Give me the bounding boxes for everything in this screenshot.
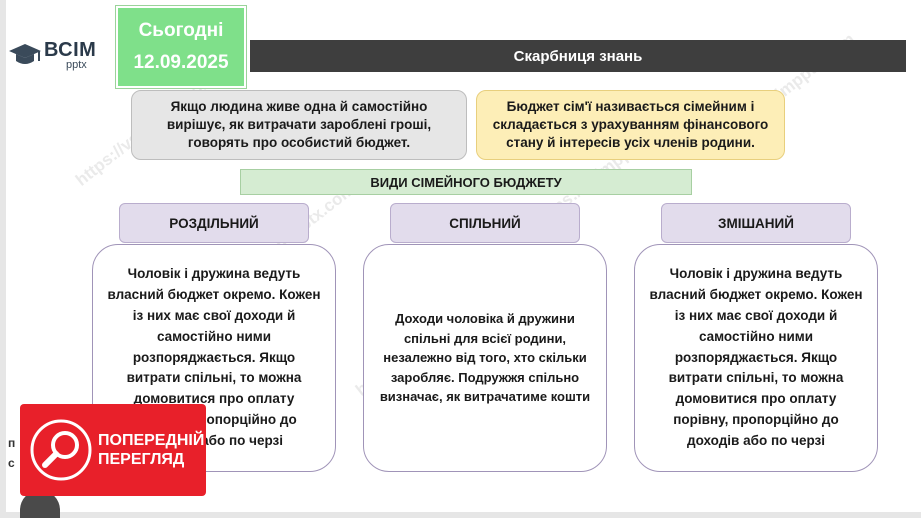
graduation-cap-icon [9,44,41,64]
type-card-joint: Доходи чоловіка й дружини спільні для вс… [363,244,607,472]
personal-budget-note: Якщо людина живе одна й самостійно виріш… [131,90,467,160]
preview-line-2: ПЕРЕГЛЯД [98,451,185,468]
section-heading: ВИДИ СІМЕЙНОГО БЮДЖЕТУ [240,169,692,195]
preview-badge[interactable]: ПОПЕРЕДНІЙ ПЕРЕГЛЯД [20,404,206,496]
left-frame-strip [0,0,6,518]
type-label-mixed: ЗМІШАНИЙ [661,203,851,243]
slide-title-bar: Скарбниця знань [250,40,906,72]
logo-subtitle: pptx [66,58,87,71]
family-budget-note: Бюджет сім'ї називається сімейним і скла… [476,90,785,160]
type-card-separate: Чоловік і дружина ведуть власний бюджет … [92,244,336,472]
left-stub-text: п [8,436,16,450]
brand-logo: ВСІМ pptx [8,38,128,72]
date-value: 12.09.2025 [133,52,229,73]
type-label-separate: РОЗДІЛЬНИЙ [119,203,309,243]
bottom-frame-strip [0,512,921,518]
left-stub-text: с [8,456,15,470]
date-box: Сьогодні 12.09.2025 [116,6,246,88]
date-label: Сьогодні [138,20,224,41]
preview-line-1: ПОПЕРЕДНІЙ [98,431,205,449]
magnifier-icon [30,419,92,481]
type-label-joint: СПІЛЬНИЙ [390,203,580,243]
type-card-mixed: Чоловік і дружина ведуть власний бюджет … [634,244,878,472]
logo-title: ВСІМ [44,38,97,61]
slide-title: Скарбниця знань [513,47,643,65]
